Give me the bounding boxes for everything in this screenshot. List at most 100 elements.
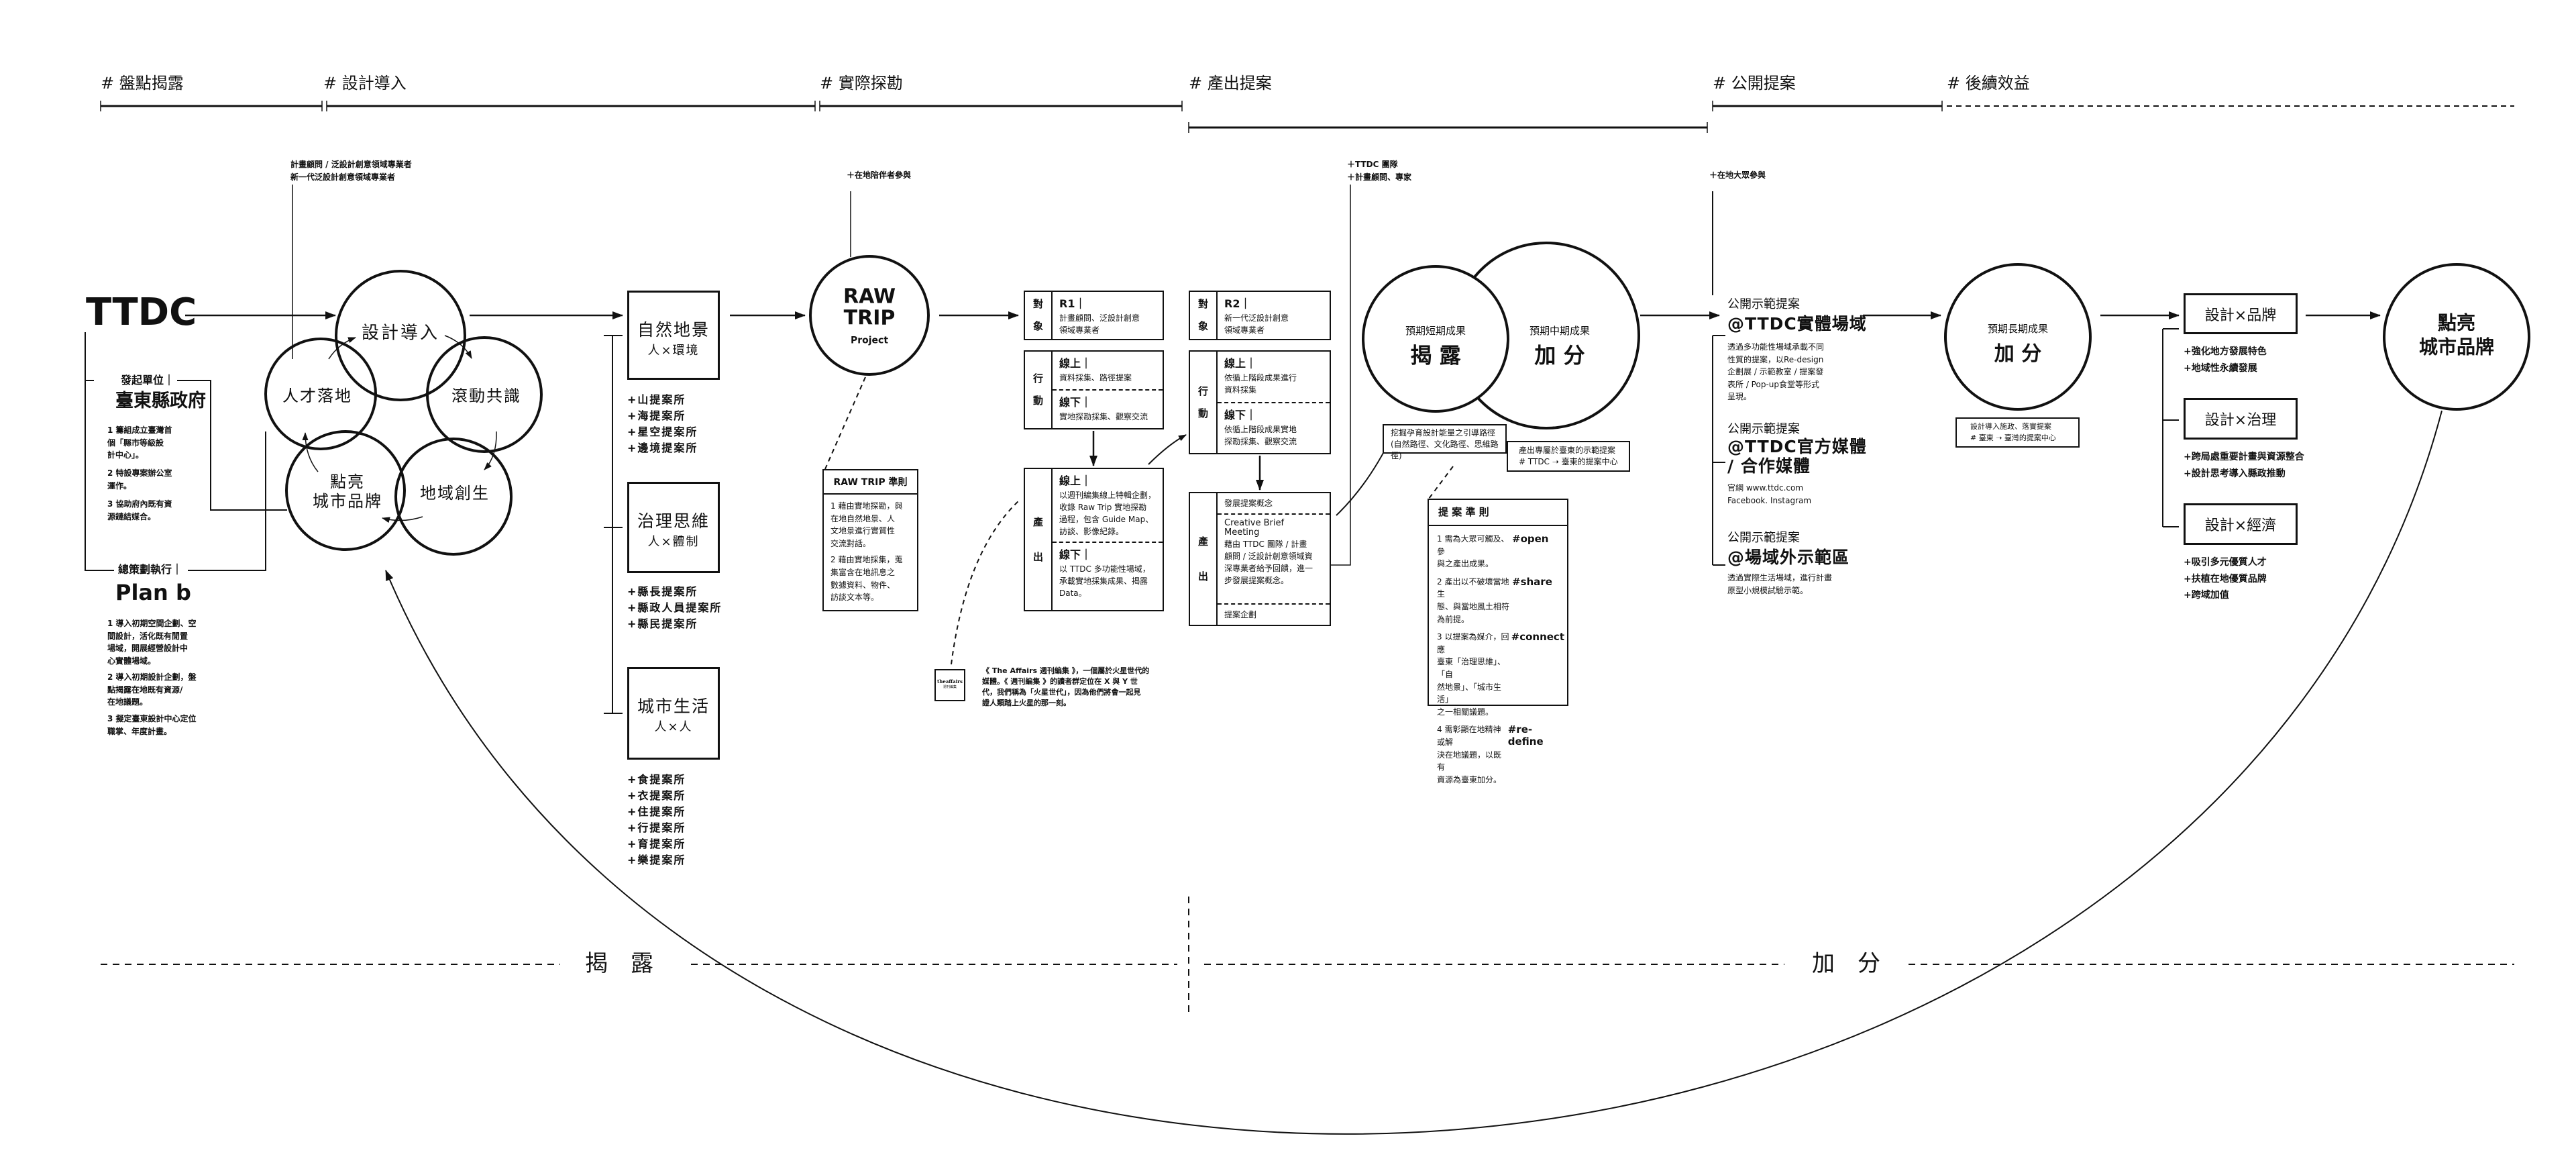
participants-public: ＋在地大眾參與 <box>1709 170 1766 180</box>
venn-short-circle <box>1362 265 1509 413</box>
venn-mid-label: 預期中期成果 <box>1529 324 1591 337</box>
planner-name: Plan b <box>115 580 191 605</box>
themes-bracket <box>604 335 623 714</box>
goal-label: 點亮 城市品牌 <box>2418 311 2495 358</box>
r1-target-label: 對 象 <box>1025 292 1053 339</box>
r1-output-label: 產 出 <box>1025 469 1053 610</box>
longterm-note: 設計導入施政、落實提案 # 臺東 ➝ 臺灣的提案中心 <box>1955 417 2080 448</box>
r2-target-label: 對 象 <box>1190 292 1218 339</box>
r1-out-offline-head: 線下｜ <box>1059 548 1092 561</box>
planner-item: 3 擬定臺東設計中心定位 職掌、年度計畫。 <box>107 714 197 736</box>
r2-target-head: R2｜ <box>1224 297 1251 310</box>
public-demo-title: @TTDC實體場域 <box>1727 314 1867 334</box>
cycle-brand-label: 點亮 城市品牌 <box>313 472 382 511</box>
cycle-circle-consensus <box>426 336 543 453</box>
planner-label: 總策劃執行｜ <box>115 562 186 577</box>
r2-output-plan: 提案企劃 <box>1218 603 1330 625</box>
cycle-arrow-3 <box>484 431 497 470</box>
rawtrip-circle <box>809 255 930 376</box>
phase-design-intro: # 設計導入 <box>323 74 407 93</box>
venn-mid-value: 加 分 <box>1534 342 1585 368</box>
initiator-item: 2 特設專案辦公室 運作。 <box>107 468 172 491</box>
public-demo-desc: 官網 www.ttdc.com Facebook. Instagram <box>1727 483 1812 505</box>
public-demo-label: 公開示範提案 <box>1727 531 1800 545</box>
dashed-affairs-to-r1 <box>951 499 1020 665</box>
phase-inventory: # 盤點揭露 <box>101 74 184 93</box>
dashed-rawtrip-to-rules <box>824 376 866 470</box>
theme-list-nature: +山提案所 +海提案所 +星空提案所 +邊境提案所 <box>627 393 698 454</box>
participants-design: 計畫顧問 / 泛設計創意領域專業者 新一代泛設計創意領域專業者 <box>290 160 412 183</box>
proposal-rule: 2 產出以不破壞當地生 態、與當地風土相符 為前提。#share <box>1437 576 1564 625</box>
r2-action-label: 行 動 <box>1190 352 1218 453</box>
cycle-talent-label: 人才落地 <box>282 386 352 405</box>
initiator-item: 3 協助府內既有資 源鏈結媒合。 <box>107 499 172 521</box>
proposal-rule-tag: #open <box>1512 533 1549 545</box>
rawtrip-title: RAW TRIP <box>843 285 896 329</box>
bottom-label-bonus: 加 分 <box>1812 950 1880 978</box>
initiator-bracket <box>85 332 287 571</box>
benefit-list-economy: +吸引多元優質人才 +扶植在地優質品牌 +跨域加值 <box>2184 557 2267 601</box>
public-demo-title: @場域外示範區 <box>1727 548 1850 567</box>
venn-short-value: 揭 露 <box>1410 342 1461 368</box>
rawtrip-rule: 1 藉由實地探勘，與 在地自然地景、人 文地景進行實質性 交流對話。 <box>830 501 903 548</box>
initiator-name: 臺東縣政府 <box>115 391 206 411</box>
phase-proposal: # 產出提案 <box>1189 74 1272 93</box>
arrow-r1-to-r2 <box>1148 434 1187 465</box>
phase-public: # 公開提案 <box>1713 74 1796 93</box>
theaffairs-logo-sub: 週刊編集 <box>943 685 957 689</box>
proposal-rules-box: 提 案 準 則 1 需為大眾可觸及、參 與之產出成果。#open 2 產出以不破… <box>1428 499 1568 784</box>
r2-online-text: 依循上階段成果進行 資料採集 <box>1224 373 1297 395</box>
r1-target-text: 計畫顧問、泛設計創意 領域專業者 <box>1059 313 1140 335</box>
bottom-label-reveal: 揭 露 <box>585 950 653 978</box>
venn-short-label: 預期短期成果 <box>1405 324 1466 337</box>
cycle-circle-regional <box>394 438 513 556</box>
proposal-rule-tag: #re-define <box>1507 723 1544 748</box>
benefit-box-brand: 設計×品牌 <box>2184 293 2298 334</box>
r2-target-text: 新一代泛設計創意 領域專業者 <box>1224 313 1289 335</box>
theme-title: 城市生活 <box>637 697 710 716</box>
r1-out-online-head: 線上｜ <box>1059 474 1092 487</box>
r2-output-concept: 發展提案概念 <box>1224 499 1273 508</box>
public-demo-title: @TTDC官方媒體 / 合作媒體 <box>1727 437 1867 476</box>
r2-output-meeting-text: 藉由 TTDC 團隊 / 計畫 顧問 / 泛設計創意領域資 深專業者給予回饋，進… <box>1224 539 1313 585</box>
proposal-rule-tag: #share <box>1512 575 1552 588</box>
participants-rawtrip: ＋在地陪伴者參與 <box>847 170 912 180</box>
theaffairs-logo-text: theaffairs <box>937 678 963 684</box>
benefits-bracket <box>2162 328 2179 527</box>
r2-offline-text: 依循上階段成果實地 探勘採集、觀察交流 <box>1224 424 1297 446</box>
r2-action-box: 行 動 線上｜依循上階段成果進行 資料採集 線下｜依循上階段成果實地 探勘採集、… <box>1189 350 1331 454</box>
proposal-rule-text: 3 以提案為媒介，回應 臺東「治理思維」、「自 然地景」、「城市生活」 之一相關… <box>1437 632 1509 717</box>
proposal-rule-text: 2 產出以不破壞當地生 態、與當地風土相符 為前提。 <box>1437 576 1510 624</box>
public-demo-label: 公開示範提案 <box>1727 297 1800 311</box>
rawtrip-rule: 2 藉由實地採集，蒐 集富含在地訊息之 數據資料、物件、 訪談文本等。 <box>830 555 903 603</box>
theme-title: 自然地景 <box>637 320 710 340</box>
proposal-rule-text: 4 需彰顯在地精神或解 決在地議題，以既有 資源為臺東加分。 <box>1437 725 1502 784</box>
cycle-arrow-2 <box>444 335 472 359</box>
r2-offline-head: 線下｜ <box>1224 408 1257 421</box>
theme-box-city-life: 城市生活 人×人 <box>627 667 720 760</box>
theme-subtitle: 人×人 <box>654 720 693 734</box>
r2-target-box: 對 象 R2｜ 新一代泛設計創意 領域專業者 <box>1189 291 1331 340</box>
public-demo-desc: 透過多功能性場域承載不同 性質的提案，以Re-design 企劃展 / 示範教室… <box>1727 342 1825 402</box>
proposal-rule-tag: #connect <box>1511 631 1564 644</box>
initiator-item: 1 籌組成立臺灣首 個「縣市等級設 計中心」。 <box>107 425 172 460</box>
cycle-design-label: 設計導入 <box>361 323 440 344</box>
rawtrip-rules-box: RAW TRIP 準則 1 藉由實地探勘，與 在地自然地景、人 文地景進行實質性… <box>822 469 918 611</box>
cycle-arrow-4 <box>382 516 423 523</box>
participants-proposal: ＋TTDC 團隊 ＋計畫顧問、專家 <box>1347 160 1412 183</box>
theaffairs-logo: theaffairs 週刊編集 <box>934 669 965 701</box>
theme-list-governance: +縣長提案所 +縣政人員提案所 +縣民提案所 <box>627 585 722 630</box>
public-demo-desc: 透過實際生活場域，進行計畫 原型小規模試驗示範。 <box>1727 573 1833 595</box>
planner-item: 1 導入初期空間企劃、空 間設計，活化既有閒置 場域，開展經營設計中 心實體場域… <box>107 619 197 666</box>
initiator-label: 發起單位｜ <box>118 373 178 388</box>
proposal-rule: 1 需為大眾可觸及、參 與之產出成果。#open <box>1437 533 1564 570</box>
proposal-rule-text: 1 需為大眾可觸及、參 與之產出成果。 <box>1437 534 1509 569</box>
venn-note-paths: 挖掘孕育設計能量之引導路徑 (自然路徑、文化路徑、思維路徑) <box>1383 424 1507 460</box>
r1-online-text: 資料採集、路徑提案 <box>1059 373 1132 383</box>
phase-exploration: # 實際探勘 <box>820 74 903 93</box>
r1-online-head: 線上｜ <box>1059 357 1092 370</box>
theme-box-governance: 治理思維 人×體制 <box>627 482 720 573</box>
longterm-circle <box>1944 263 2092 411</box>
phase-benefits: # 後續效益 <box>1947 74 2030 93</box>
